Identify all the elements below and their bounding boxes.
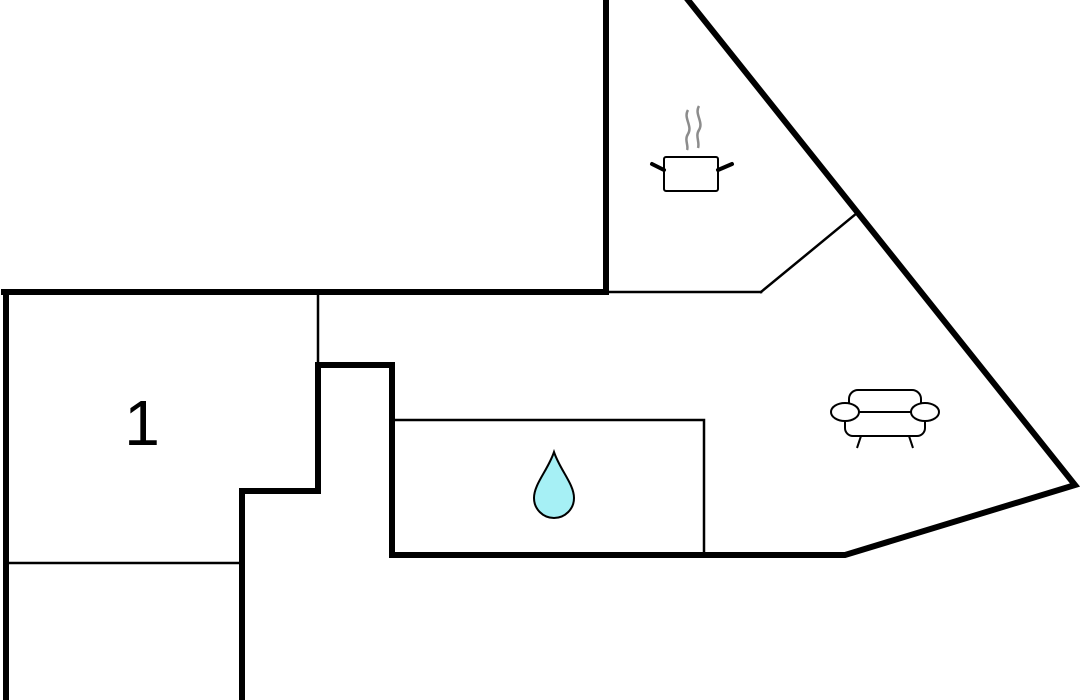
sofa-arm-right — [910, 402, 940, 422]
wall-diagonal-outer — [239, 0, 1080, 700]
sofa-icon — [830, 389, 940, 449]
water-drop-icon — [532, 448, 576, 519]
pot-handle-left — [650, 162, 666, 172]
steam-line-right — [696, 105, 702, 149]
sofa-arm-left — [830, 402, 860, 422]
sofa-seat — [844, 411, 926, 437]
sofa-leg-left — [856, 435, 862, 449]
room-number-label: 1 — [124, 387, 160, 459]
partition-bathroom — [390, 418, 706, 557]
pot-handle-right — [716, 162, 734, 172]
pot-body — [663, 156, 719, 192]
steam-line-left — [685, 109, 691, 151]
cooking-pot-icon — [650, 105, 734, 192]
sofa-leg-right — [908, 435, 914, 449]
partition-kitchen-diagonal — [759, 211, 859, 294]
walls-thin — [4, 211, 859, 565]
